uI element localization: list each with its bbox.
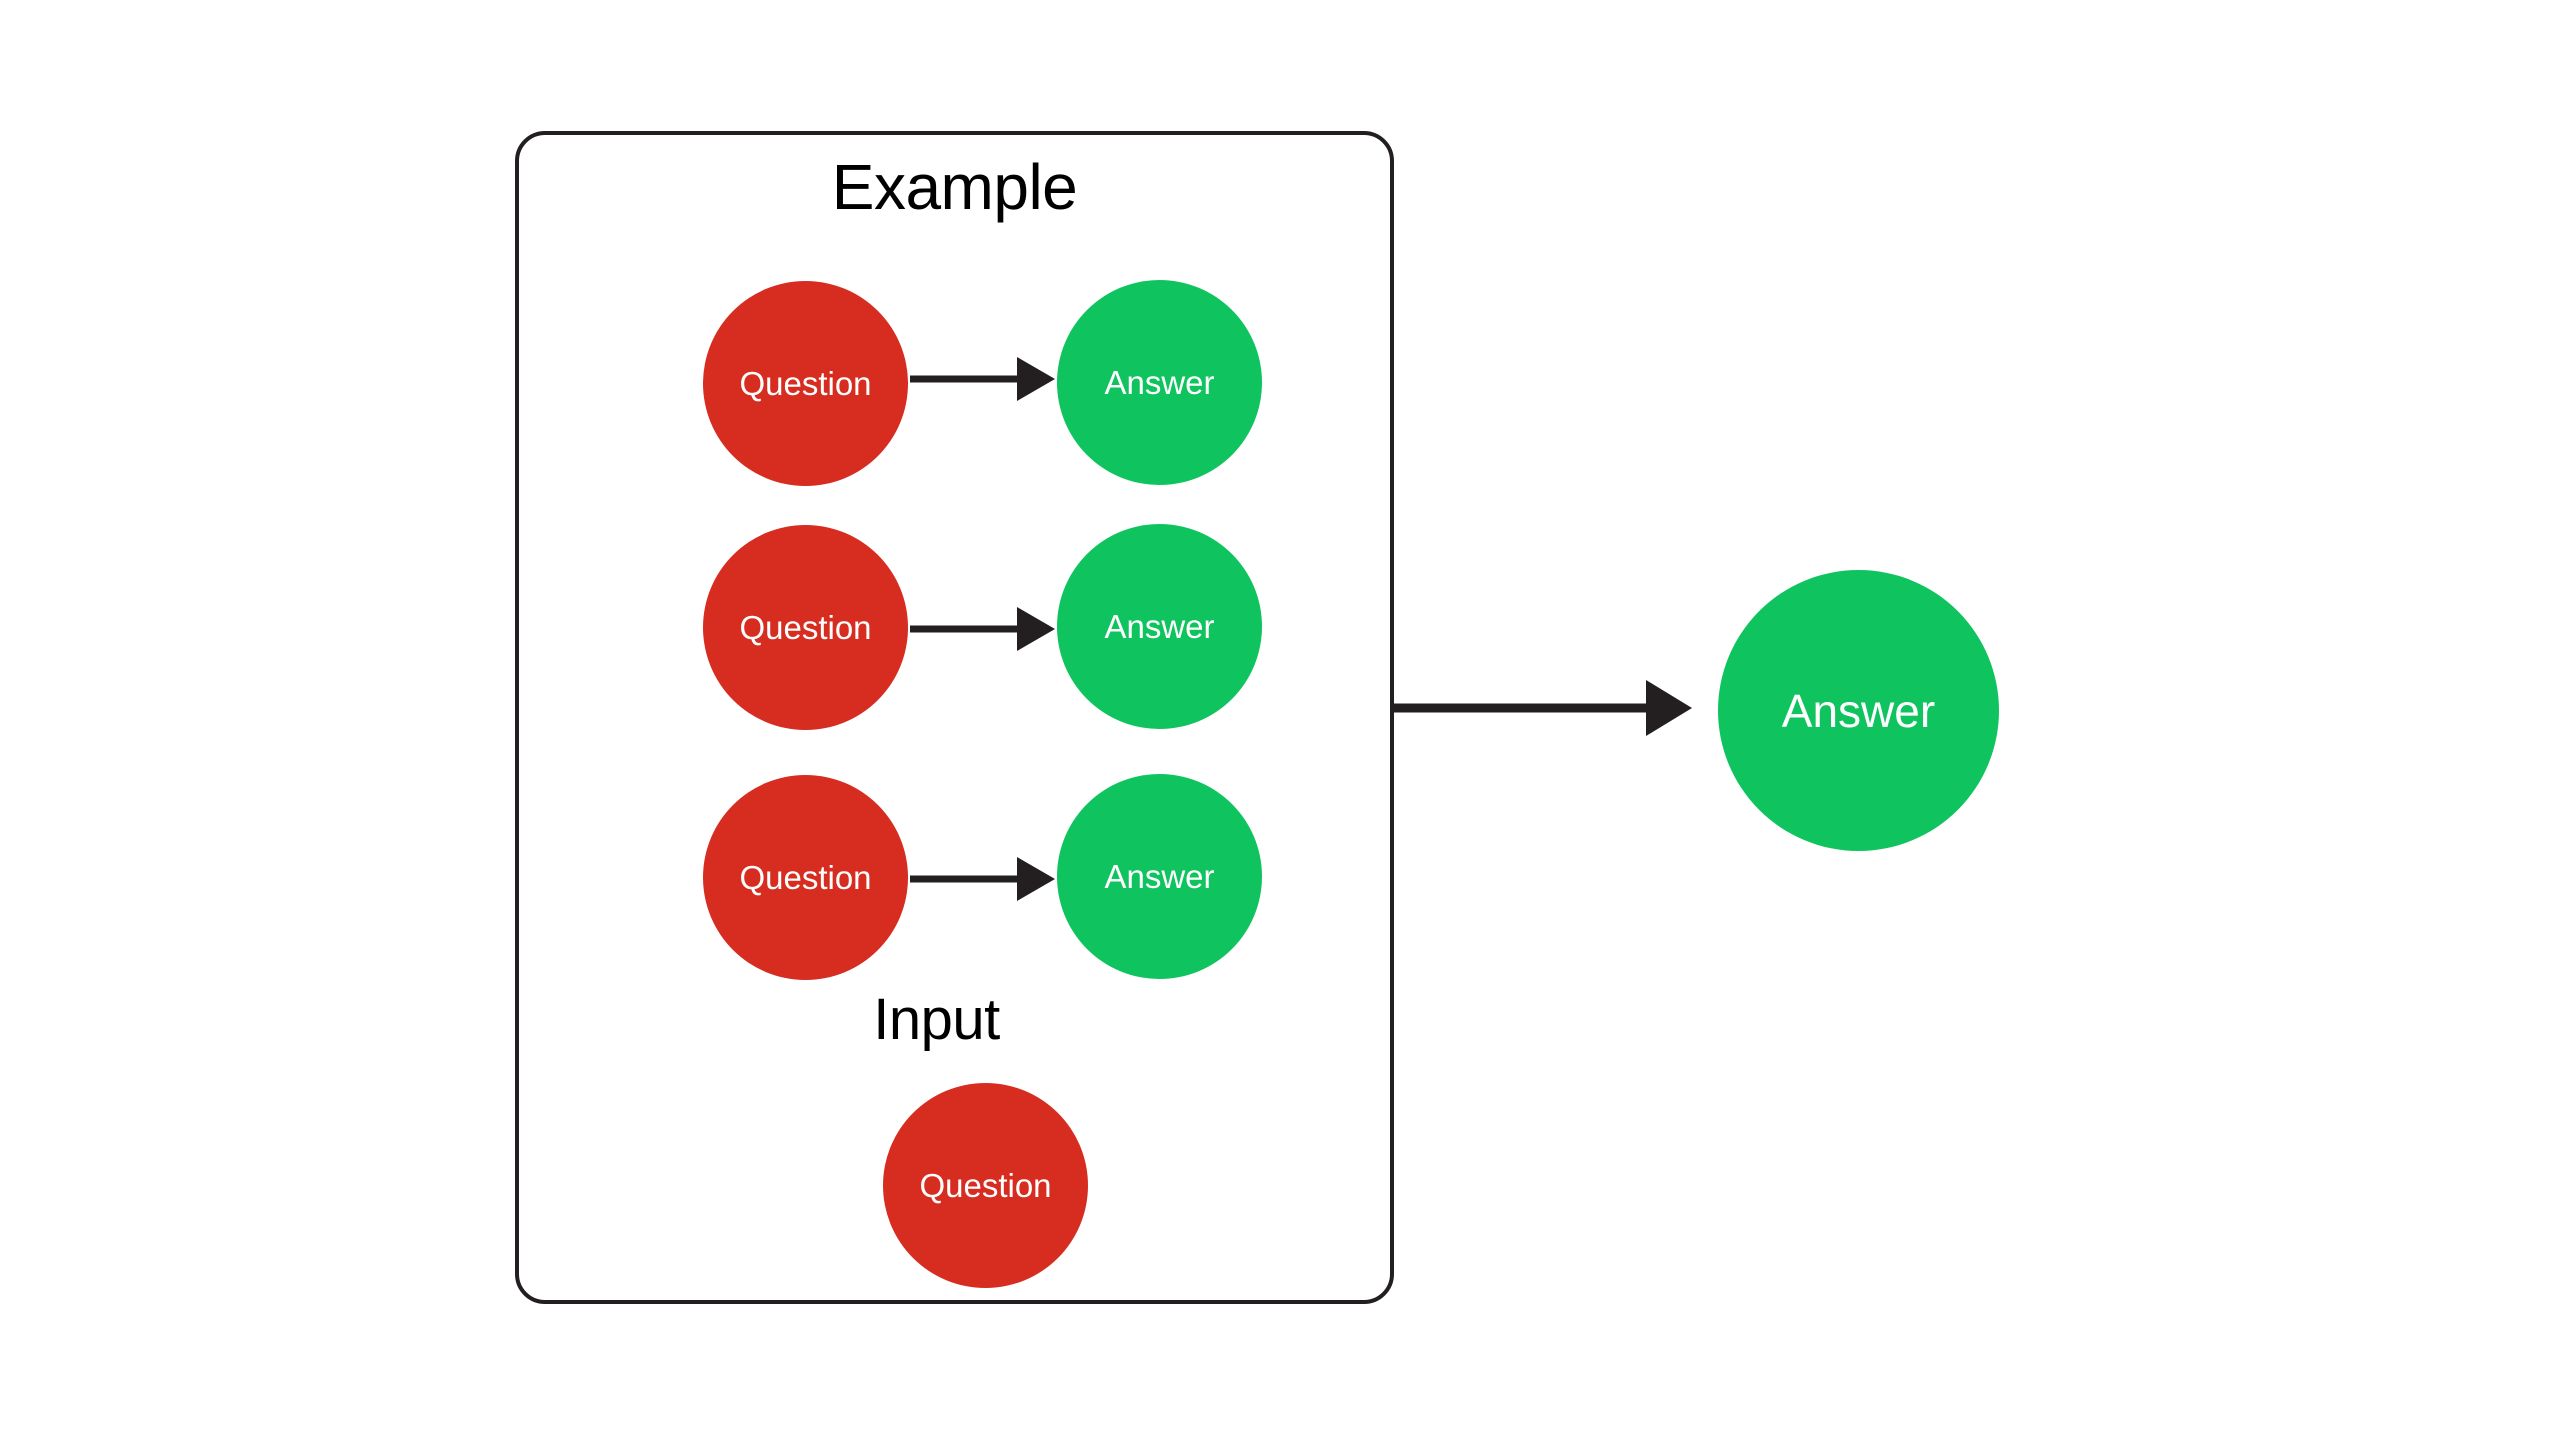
example-answer-1[interactable]: Answer <box>1057 280 1262 485</box>
example-question-2[interactable]: Question <box>703 525 908 730</box>
arrow-shaft <box>910 875 1023 883</box>
arrow-head <box>1646 680 1692 736</box>
output-answer-label: Answer <box>1781 684 1936 737</box>
arrow-head <box>1017 607 1055 651</box>
arrow-shaft <box>910 625 1023 633</box>
example-question-2-label: Question <box>739 609 872 646</box>
output-answer[interactable]: Answer <box>1718 570 1999 851</box>
arrow-shaft <box>910 375 1023 383</box>
example-answer-3[interactable]: Answer <box>1057 774 1262 979</box>
example-question-1-label: Question <box>739 365 872 402</box>
example-answer-1-label: Answer <box>1104 364 1215 401</box>
input-heading: Input <box>873 987 1000 1052</box>
arrow-head <box>1017 357 1055 401</box>
arrow-shaft <box>1394 703 1649 713</box>
example-heading: Example <box>831 151 1078 223</box>
example-answer-2-label: Answer <box>1104 608 1215 645</box>
input-question[interactable]: Question <box>883 1083 1088 1288</box>
example-answer-2[interactable]: Answer <box>1057 524 1262 729</box>
example-answer-3-label: Answer <box>1104 858 1215 895</box>
example-question-3-label: Question <box>739 859 872 896</box>
example-question-1[interactable]: Question <box>703 281 908 486</box>
example-container-box <box>515 131 1394 1304</box>
input-question-label: Question <box>919 1167 1052 1204</box>
example-question-3[interactable]: Question <box>703 775 908 980</box>
arrow-head <box>1017 857 1055 901</box>
